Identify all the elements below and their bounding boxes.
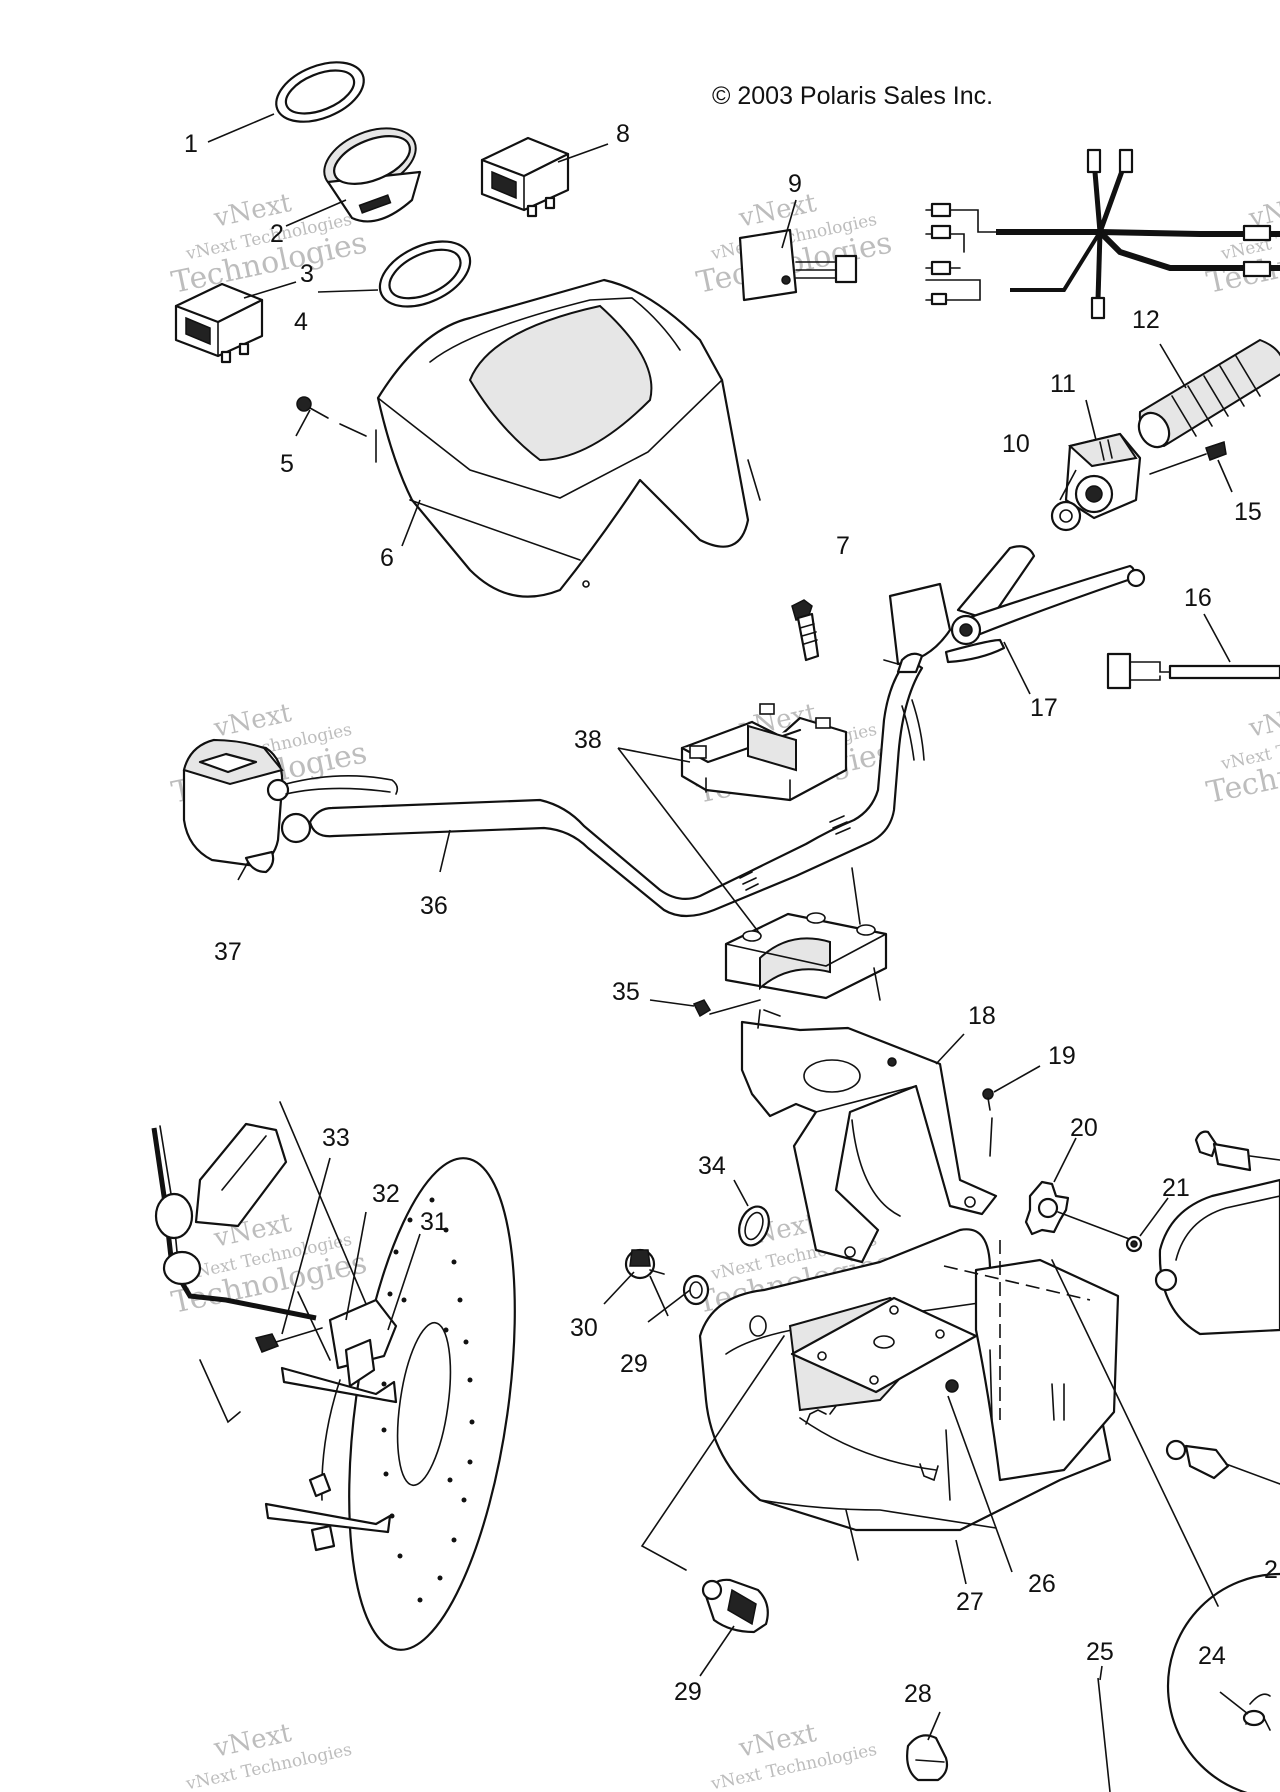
adjuster-bolt-right xyxy=(1165,1439,1280,1485)
part-8-relay xyxy=(480,136,570,218)
part-20-adjuster-gear xyxy=(1024,1180,1133,1241)
part-38-upper-clamp xyxy=(680,703,848,802)
fork-and-caliper xyxy=(194,1101,398,1552)
part-7-bolt xyxy=(791,599,820,662)
callout-35: 35 xyxy=(612,978,640,1006)
part-15-screw xyxy=(1149,441,1227,475)
part-3-relay xyxy=(174,282,264,364)
part-2-gauge-housing xyxy=(323,127,422,223)
callout-4: 4 xyxy=(294,308,308,336)
callout-7: 7 xyxy=(836,532,850,560)
part-18-mounting-bracket xyxy=(740,1009,998,1264)
callout-28: 28 xyxy=(904,1680,932,1708)
assembly-line-socket-a xyxy=(640,1335,785,1571)
part-25-leader-line xyxy=(1097,1677,1111,1792)
part-37-master-cylinder xyxy=(182,738,399,874)
callout-24: 24 xyxy=(1198,1642,1226,1670)
leader-lines xyxy=(207,113,1249,1741)
callout-6: 6 xyxy=(380,544,394,572)
watermark-10: vNext vNext Technologies xyxy=(183,1718,353,1792)
brake-disc xyxy=(348,1157,516,1651)
part-29-bulb-lower xyxy=(701,1578,769,1634)
callout-17: 17 xyxy=(1030,694,1058,722)
assembly-line-bracket xyxy=(989,1349,993,1421)
callout-8: 8 xyxy=(616,120,630,148)
callout-20: 20 xyxy=(1070,1114,1098,1142)
callout-labels: 1 2 3 4 5 6 7 8 9 10 11 12 15 16 17 18 1… xyxy=(184,120,1278,1708)
part-4-gauge-ring xyxy=(378,240,472,308)
part-30-bulb-socket xyxy=(624,1248,665,1280)
part-36-handlebar xyxy=(308,652,925,918)
part-38-lower-clamp xyxy=(724,912,888,1000)
callout-15: 15 xyxy=(1234,498,1262,526)
callout-34: 34 xyxy=(698,1152,726,1180)
part-12-grip xyxy=(1137,338,1280,449)
callout-29-lower: 29 xyxy=(674,1678,702,1706)
part-35-clip xyxy=(692,999,761,1018)
part-28-clip xyxy=(906,1734,949,1782)
part-17-brake-lever xyxy=(883,545,1146,666)
callout-1: 1 xyxy=(184,130,198,158)
callout-38: 38 xyxy=(574,726,602,754)
callout-19: 19 xyxy=(1048,1042,1076,1070)
part-33-cable-bolt xyxy=(254,1327,323,1353)
svg-text:vNext: vNext xyxy=(1246,698,1280,744)
watermark-8: vNext vNext Technologies Technologies xyxy=(1204,698,1280,811)
callout-12: 12 xyxy=(1132,306,1160,334)
assembly-line-panel xyxy=(943,1265,1091,1301)
callout-25: 25 xyxy=(1086,1638,1114,1666)
assembly-line-socket-b xyxy=(1051,1259,1219,1607)
cable-ring xyxy=(154,1192,202,1286)
callout-26: 26 xyxy=(1028,1570,1056,1598)
callout-3: 3 xyxy=(300,260,314,288)
callout-16: 16 xyxy=(1184,584,1212,612)
callout-27: 27 xyxy=(956,1588,984,1616)
callout-37: 37 xyxy=(214,938,242,966)
callout-29-upper: 29 xyxy=(620,1350,648,1378)
callout-18: 18 xyxy=(968,1002,996,1030)
watermark-11: vNext vNext Technologies xyxy=(708,1718,878,1792)
callout-32: 32 xyxy=(372,1180,400,1208)
callout-36: 36 xyxy=(420,892,448,920)
part-24-bulb-detail xyxy=(1166,1572,1280,1792)
part-1-bezel-ring xyxy=(275,61,365,123)
part-16-switch-wire xyxy=(1106,652,1280,690)
callout-2: 2 xyxy=(270,220,284,248)
callout-5: 5 xyxy=(280,450,294,478)
side-panel-slot xyxy=(1051,1383,1065,1421)
part-26-plate xyxy=(790,1296,978,1394)
callout-30: 30 xyxy=(570,1314,598,1342)
steering-post-line-lower xyxy=(873,967,881,1001)
callout-11: 11 xyxy=(1050,370,1076,398)
callout-9: 9 xyxy=(788,170,802,198)
callout-10: 10 xyxy=(1002,430,1030,458)
part-29-bulb-ring xyxy=(682,1274,710,1306)
steering-post-line-upper xyxy=(851,867,861,925)
callout-31: 31 xyxy=(420,1208,448,1236)
part-19-screw xyxy=(982,1088,994,1157)
part-6-pod-cover xyxy=(375,278,761,598)
part-11-throttle-housing xyxy=(1064,432,1142,520)
part-5-screw xyxy=(296,396,367,437)
callout-2-right: 2 xyxy=(1264,1556,1278,1584)
headlight-assembly xyxy=(1154,1130,1280,1336)
part-10-nut xyxy=(1050,500,1082,532)
callout-21: 21 xyxy=(1162,1174,1190,1202)
part-21-screw xyxy=(1125,1235,1143,1253)
wiring-harness xyxy=(925,148,1280,320)
copyright-text: © 2003 Polaris Sales Inc. xyxy=(712,82,993,110)
callout-33: 33 xyxy=(322,1124,350,1152)
side-panel-right xyxy=(974,1258,1120,1482)
part-34-grommet xyxy=(738,1205,770,1247)
